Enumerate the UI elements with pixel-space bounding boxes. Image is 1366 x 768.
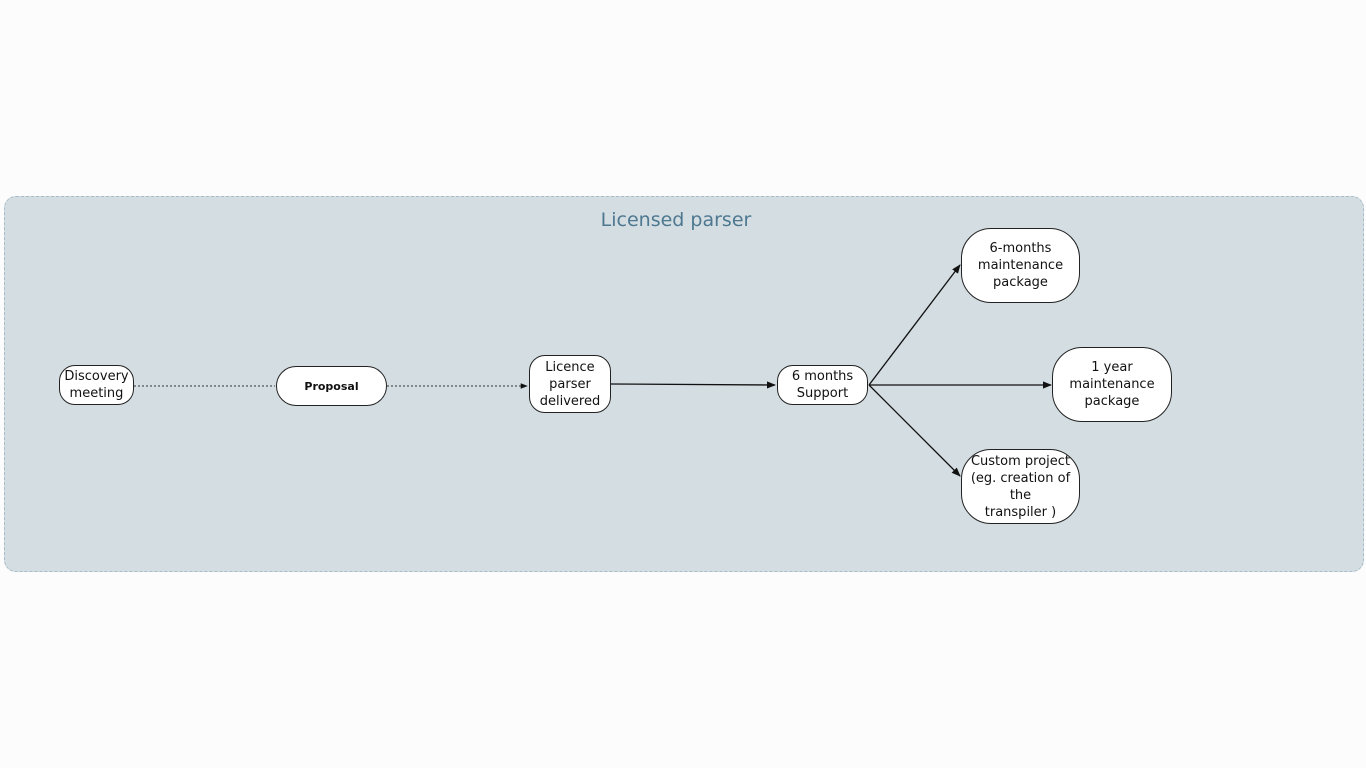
node-6-months-maintenance-package-label: 6-months maintenance package [977,241,1064,290]
node-proposal[interactable]: Proposal [276,366,387,406]
node-licence-parser-delivered[interactable]: Licence parser delivered [529,355,611,413]
node-6-months-maintenance-package[interactable]: 6-months maintenance package [961,228,1080,303]
group-title: Licensed parser [600,209,752,231]
node-proposal-label: Proposal [304,379,359,393]
node-custom-project-label: Custom project (eg. creation of the tran… [970,453,1071,520]
node-6-months-support-label: 6 months Support [791,369,854,401]
node-1-year-maintenance-package-label: 1 year maintenance package [1069,360,1155,409]
node-1-year-maintenance-package[interactable]: 1 year maintenance package [1052,347,1172,422]
edge-licence-support [610,381,776,389]
node-discovery-meeting-label: Discovery meeting [64,369,129,401]
node-6-months-support[interactable]: 6 months Support [777,365,868,405]
edge-support-6m [868,264,961,386]
node-licence-parser-delivered-label: Licence parser delivered [539,359,601,409]
node-custom-project[interactable]: Custom project (eg. creation of the tran… [961,449,1080,524]
edge-support-custom [868,384,961,477]
node-discovery-meeting[interactable]: Discovery meeting [59,365,134,405]
